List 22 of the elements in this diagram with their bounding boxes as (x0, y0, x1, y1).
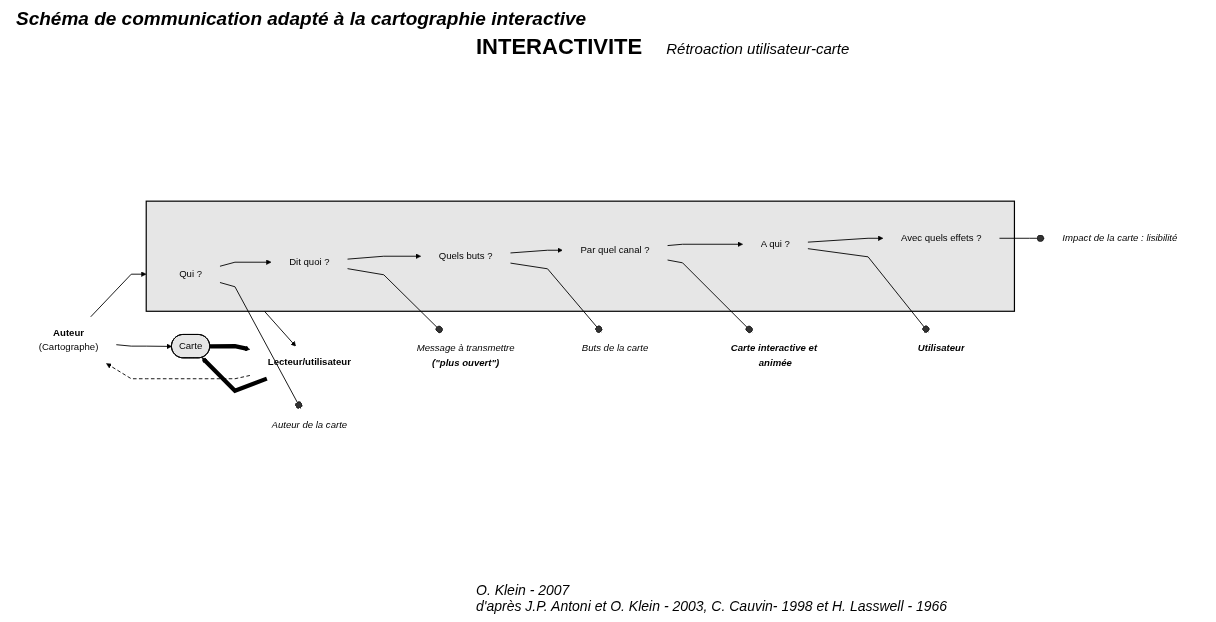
node-text: Carte interactive et animée (730, 342, 818, 368)
diagram-title: Schéma de communication adapté à la cartographie interactive (16, 8, 588, 30)
node-text: Avec quels effets ? (900, 232, 982, 244)
node-text: Qui ? (179, 268, 203, 279)
arrow (209, 344, 251, 351)
node-text: Auteur de la carte (271, 419, 348, 430)
source-note: d'après J.P. Antoni et O. Klein - 2003, C. Cauvin- 1998 et H. Lasswell - 1966 (476, 598, 949, 614)
note-label: Rétroaction utilisateur-carte (666, 40, 850, 57)
node-text: Lecteur/utilisateur (267, 357, 351, 368)
node-text: A qui ? (760, 238, 790, 250)
cluster (145, 200, 1016, 312)
node-text: Message à transmettre ("plus ouvert") (416, 342, 515, 368)
node-text: Quels buts ? (438, 250, 493, 262)
heading-label: INTERACTIVITE (476, 34, 643, 60)
source-note: O. Klein - 2007 (476, 582, 571, 598)
node-text: Par quel canal ? (580, 244, 650, 256)
node-text: Dit quoi ? (289, 256, 330, 267)
node-text: Impact de la carte : lisibilité (1062, 232, 1178, 244)
node-text: Buts de la carte (581, 342, 649, 354)
node-text: Auteur (Cartographe) (38, 327, 99, 353)
arrow (201, 357, 268, 394)
node-text: Utilisateur (917, 342, 965, 354)
